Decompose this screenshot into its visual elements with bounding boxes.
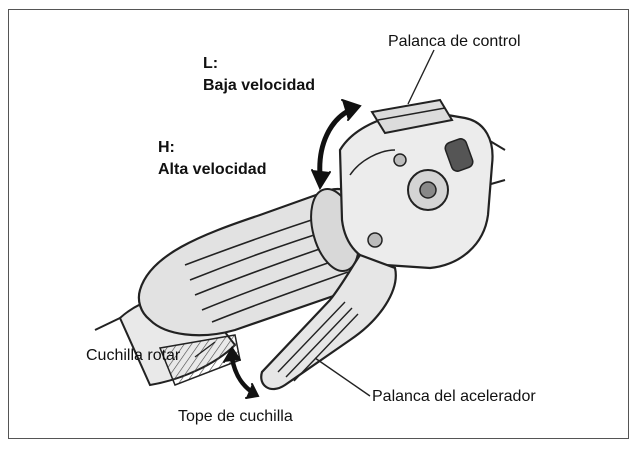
high-speed-code: H: xyxy=(158,139,175,156)
throttle-lever xyxy=(260,253,397,391)
leader-lines xyxy=(194,49,435,397)
blade-stop-label: Tope de cuchilla xyxy=(178,408,293,425)
low-speed-code: L: xyxy=(203,55,219,72)
high-speed-label: Alta velocidad xyxy=(158,161,267,178)
control-lever-label: Palanca de control xyxy=(388,33,521,50)
blade-stop-arrow-icon xyxy=(223,346,260,399)
low-speed-label: Baja velocidad xyxy=(203,77,316,94)
throttle-lever-label: Palanca del acelerador xyxy=(372,388,536,405)
rotating-blade-label: Cuchilla rotar xyxy=(86,347,181,364)
control-housing xyxy=(338,98,494,270)
speed-arrow-icon xyxy=(311,99,362,191)
